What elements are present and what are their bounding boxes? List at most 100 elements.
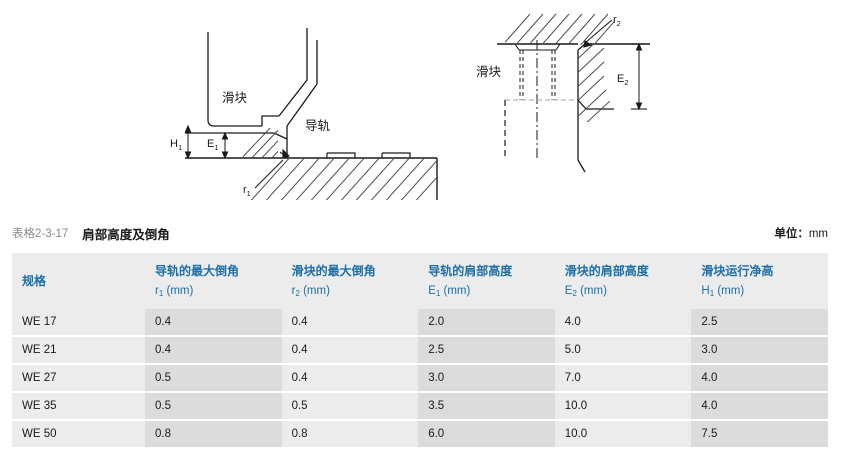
cell-h1: 2.5 [691, 309, 828, 338]
sym-e2: E [564, 284, 573, 297]
right-rail-block [577, 43, 614, 173]
cell-h1: 7.5 [691, 420, 828, 448]
column-header-r1: 导轨的最大倒角 r1 (mm) [145, 253, 282, 310]
sub-h1: 1 [709, 288, 715, 298]
table-unit-note: 单位：mm [774, 225, 828, 241]
cell-r2: 0.8 [281, 420, 419, 448]
cell-e1: 2.5 [418, 336, 555, 366]
left-e1-label: E1 [207, 138, 219, 152]
right-e2-dimension [631, 42, 647, 111]
column-header-e1-title: 导轨的肩部高度 [428, 264, 513, 278]
sub-r1: 1 [158, 288, 164, 298]
table-caption-title: 肩部高度及倒角 [82, 227, 170, 242]
column-header-spec: 规格 [12, 253, 145, 310]
column-header-h1-title: 滑块运行净高 [701, 264, 774, 278]
left-rail-hatching [240, 128, 278, 158]
cell-r2: 0.4 [281, 336, 419, 366]
column-header-e2-title: 滑块的肩部高度 [564, 264, 649, 278]
left-bolt-brackets [326, 152, 411, 158]
cell-spec: WE 21 [12, 336, 145, 366]
shoulder-height-chamfer-table: 规格 导轨的最大倒角 r1 (mm) 滑块的最大倒角 r2 (mm) 导轨的肩部… [12, 253, 828, 448]
right-e2-label: E2 [617, 73, 629, 87]
cell-r2: 0.4 [281, 364, 419, 394]
table-header-row: 规格 导轨的最大倒角 r1 (mm) 滑块的最大倒角 r2 (mm) 导轨的肩部… [12, 253, 828, 310]
column-header-r1-title: 导轨的最大倒角 [155, 264, 240, 278]
left-base-hatching [247, 158, 437, 200]
cell-r1: 0.4 [145, 309, 282, 338]
sym-h1: H [701, 284, 710, 297]
left-r1-leader [254, 148, 291, 189]
cell-r2: 0.4 [281, 309, 419, 338]
cell-h1: 4.0 [691, 392, 828, 422]
cell-e2: 10.0 [554, 420, 692, 448]
table-caption: 表格2-3-17 肩部高度及倒角 单位：mm [12, 222, 828, 244]
cell-e2: 5.0 [554, 336, 692, 366]
cell-r1: 0.5 [145, 364, 282, 394]
left-rail-ledge [185, 132, 288, 140]
left-slider-label: 滑块 [222, 90, 248, 105]
cell-e1: 2.0 [418, 309, 555, 338]
cell-h1: 3.0 [691, 336, 828, 366]
unit-label: 单位： [774, 228, 809, 240]
column-header-h1-unit: H1 (mm) [701, 283, 828, 301]
table-caption-number: 表格2-3-17 [12, 228, 69, 240]
cell-e2: 4.0 [554, 309, 692, 338]
cell-spec: WE 35 [12, 392, 145, 422]
column-header-e1-unit: E1 (mm) [428, 283, 555, 301]
cell-r1: 0.5 [145, 392, 282, 422]
left-h1-label: H1 [170, 138, 182, 152]
table-header: 规格 导轨的最大倒角 r1 (mm) 滑块的最大倒角 r2 (mm) 导轨的肩部… [12, 253, 828, 310]
column-header-r2-title: 滑块的最大倒角 [291, 264, 376, 278]
sub-e2: 2 [572, 288, 577, 298]
cell-r1: 0.8 [145, 420, 282, 448]
unit-r1: (mm) [163, 284, 194, 297]
left-h1-dimension [184, 124, 192, 160]
right-slider-label: 滑块 [476, 64, 502, 79]
sym-r2: r [291, 284, 296, 297]
unit-e2: (mm) [576, 284, 607, 297]
sym-r1: r [155, 284, 159, 297]
unit-r2: (mm) [299, 284, 330, 297]
cell-e1: 3.0 [418, 364, 555, 394]
cell-e1: 6.0 [418, 420, 555, 448]
column-header-r1-unit: r1 (mm) [155, 283, 282, 301]
sub-e1: 1 [435, 288, 441, 298]
cell-spec: WE 50 [12, 420, 145, 448]
left-section-diagram [207, 28, 318, 158]
left-rail-label: 导轨 [305, 118, 331, 133]
cell-h1: 4.0 [691, 364, 828, 394]
right-bolt-shank-dashed [519, 50, 556, 100]
left-base-top-surface [185, 157, 438, 200]
unit-h1: (mm) [714, 284, 745, 297]
column-header-spec-text: 规格 [22, 273, 47, 288]
column-header-e2: 滑块的肩部高度 E2 (mm) [554, 253, 692, 310]
column-header-r2: 滑块的最大倒角 r2 (mm) [281, 253, 419, 310]
technical-diagram-area: r1 H1 E1 滑块 导轨 [0, 0, 843, 212]
column-header-r2-unit: r2 (mm) [292, 283, 419, 301]
right-r2-label: r2 [613, 14, 621, 28]
column-header-e1: 导轨的肩部高度 E1 (mm) [418, 253, 555, 310]
sub-r2: 2 [295, 288, 300, 298]
unit-e1: (mm) [440, 284, 471, 297]
right-top-hatching [505, 13, 615, 45]
column-header-h1: 滑块运行净高 H1 (mm) [691, 253, 828, 310]
left-r1-label: r1 [243, 184, 251, 198]
cell-e1: 3.5 [418, 392, 555, 422]
cell-e2: 10.0 [554, 392, 692, 422]
right-r2-leader [583, 19, 613, 48]
cell-r1: 0.4 [145, 336, 282, 366]
cell-r2: 0.5 [281, 392, 419, 422]
cell-e2: 7.0 [554, 364, 692, 394]
left-e1-dimension [221, 131, 229, 160]
column-header-e2-unit: E2 (mm) [565, 283, 692, 301]
right-rail-hatching [578, 45, 610, 122]
sym-e1: E [428, 284, 436, 297]
cell-spec: WE 17 [12, 309, 145, 338]
unit-value: mm [808, 228, 828, 240]
